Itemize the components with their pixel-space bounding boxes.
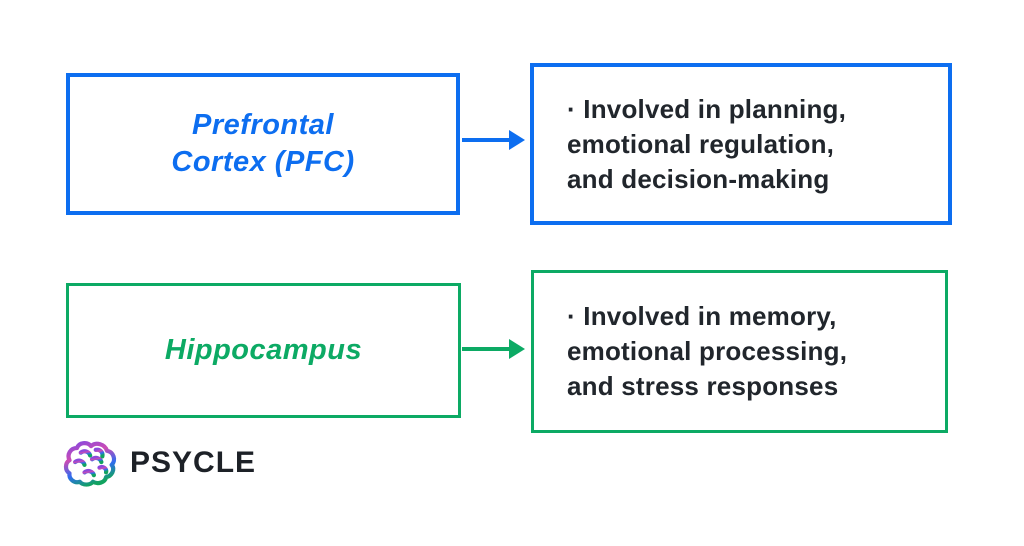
right-arrow-icon (461, 128, 527, 157)
psycle-logo-text: PSYCLE (130, 446, 257, 479)
desc-text-prefrontal-cortex: · Involved in planning, emotional regula… (567, 93, 847, 194)
right-arrow-icon (461, 337, 527, 366)
node-label-prefrontal-cortex: Prefrontal Cortex (PFC) (171, 109, 355, 178)
node-label-hippocampus: Hippocampus (164, 334, 363, 366)
brain-gradient-icon (62, 436, 122, 490)
psycle-logo: PSYCLE (62, 436, 256, 490)
desc-text-hippocampus: · Involved in memory, emotional processi… (567, 301, 848, 401)
desc-box-prefrontal-cortex: · Involved in planning, emotional regula… (530, 63, 952, 225)
desc-box-hippocampus: · Involved in memory, emotional processi… (531, 270, 948, 433)
node-box-hippocampus: Hippocampus (66, 283, 461, 418)
node-box-prefrontal-cortex: Prefrontal Cortex (PFC) (66, 73, 460, 215)
